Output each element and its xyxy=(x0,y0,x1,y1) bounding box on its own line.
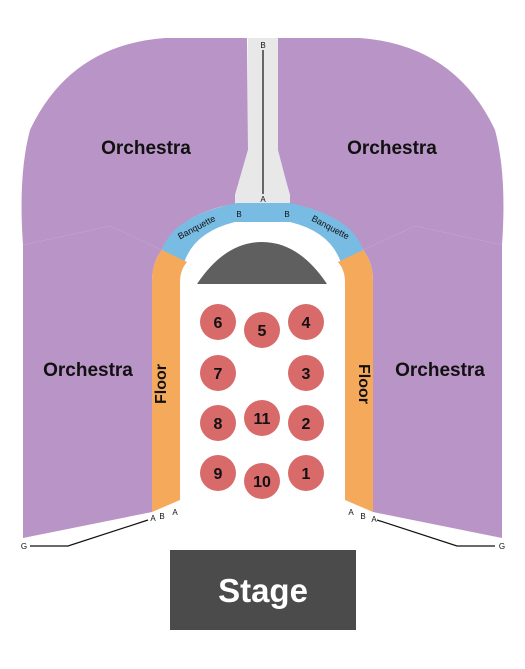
table-3-label: 3 xyxy=(302,366,311,383)
section-orchestra-right[interactable] xyxy=(363,226,502,538)
floor-riser-dome xyxy=(197,242,327,284)
table-4[interactable]: 4 xyxy=(288,304,324,340)
table-7[interactable]: 7 xyxy=(200,355,236,391)
orchestra-label-left: Orchestra xyxy=(43,360,133,381)
table-1-label: 1 xyxy=(302,466,311,483)
table-7-label: 7 xyxy=(214,366,223,383)
row-label-left-a: A xyxy=(150,514,156,523)
row-label-right-b: B xyxy=(360,512,365,521)
table-10-label: 10 xyxy=(253,474,271,491)
section-orchestra-upper-left[interactable] xyxy=(21,38,248,250)
table-8-label: 8 xyxy=(214,416,223,433)
stage: Stage xyxy=(170,550,356,630)
table-10[interactable]: 10 xyxy=(244,463,280,499)
table-11-label: 11 xyxy=(254,411,271,428)
orchestra-label-upper-right: Orchestra xyxy=(347,138,437,159)
section-orchestra-left[interactable] xyxy=(23,226,162,538)
row-label-left-a2: A xyxy=(172,508,178,517)
row-label-left-b1: B xyxy=(159,512,164,521)
table-8[interactable]: 8 xyxy=(200,405,236,441)
floor-label-left: Floor xyxy=(153,364,170,404)
table-1[interactable]: 1 xyxy=(288,455,324,491)
row-line-left xyxy=(30,519,149,547)
row-label-banquette-right-b: B xyxy=(284,210,289,219)
section-floor-left[interactable] xyxy=(152,250,187,512)
row-label-right-a2: A xyxy=(371,515,377,524)
row-label-right-g: G xyxy=(499,542,505,551)
row-label-banquette-left-b: B xyxy=(236,210,241,219)
table-11[interactable]: 11 xyxy=(244,400,280,436)
row-label-aisle-bottom-a: A xyxy=(260,195,266,204)
section-floor-right[interactable] xyxy=(338,250,373,512)
table-5[interactable]: 5 xyxy=(244,312,280,348)
orchestra-label-upper-left: Orchestra xyxy=(101,138,191,159)
table-6-label: 6 xyxy=(214,315,223,332)
table-9[interactable]: 9 xyxy=(200,455,236,491)
table-5-label: 5 xyxy=(258,323,267,340)
table-2-label: 2 xyxy=(302,416,311,433)
table-2[interactable]: 2 xyxy=(288,405,324,441)
section-banquette[interactable] xyxy=(162,203,363,263)
section-orchestra-upper-right[interactable] xyxy=(277,38,504,250)
table-6[interactable]: 6 xyxy=(200,304,236,340)
row-line-right xyxy=(376,519,495,547)
row-label-left-g: G xyxy=(21,542,27,551)
table-9-label: 9 xyxy=(214,466,223,483)
stage-label: Stage xyxy=(218,572,308,609)
table-3[interactable]: 3 xyxy=(288,355,324,391)
row-label-aisle-top-b: B xyxy=(260,41,265,50)
row-label-right-a: A xyxy=(348,508,354,517)
table-4-label: 4 xyxy=(302,315,311,332)
floor-label-right: Floor xyxy=(355,364,372,404)
orchestra-label-right: Orchestra xyxy=(395,360,485,381)
